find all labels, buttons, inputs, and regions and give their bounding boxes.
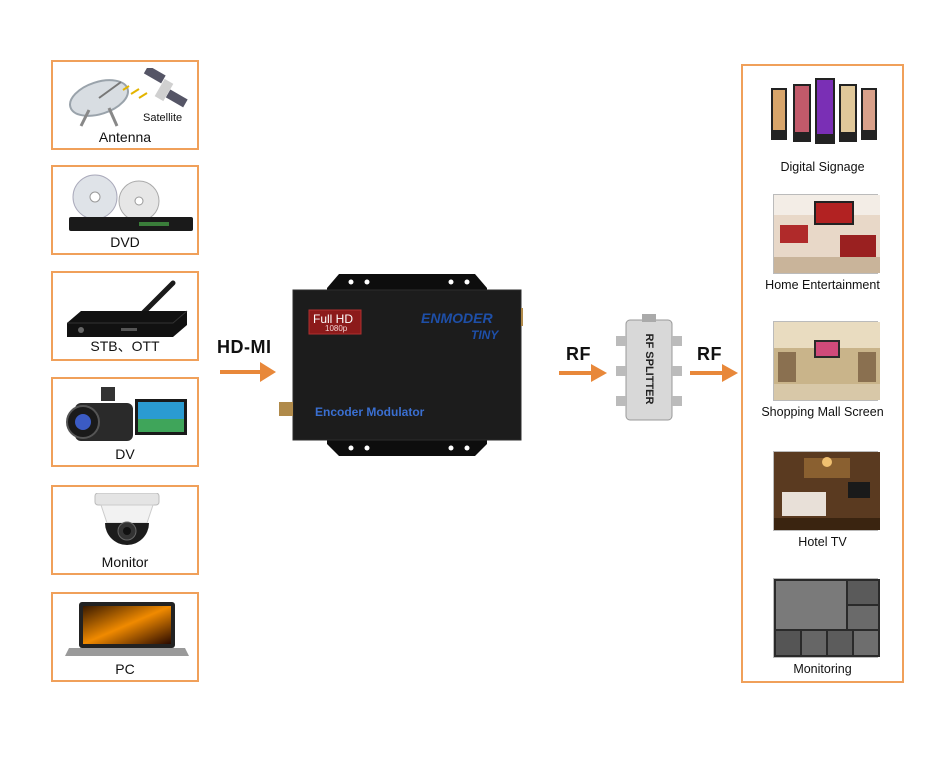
source-label-antenna: Antenna <box>98 129 152 145</box>
laptop-icon <box>61 600 189 656</box>
splitter-label: RF SPLITTER <box>643 333 655 405</box>
hdmi-label: HD-MI <box>217 337 272 357</box>
source-dvd: DVD <box>51 165 199 255</box>
source-label-monitor: Monitor <box>101 554 149 570</box>
source-stb: STB、OTT <box>51 271 199 361</box>
output-label-digital-signage: Digital Signage <box>780 160 865 174</box>
home-entertainment-icon <box>773 194 880 274</box>
antenna-icon: Satellite <box>61 65 189 127</box>
source-label-dvd: DVD <box>110 234 140 250</box>
dvd-player-icon <box>61 173 193 231</box>
rf-arrow-2-icon <box>690 364 738 382</box>
output-hotel-tv: Hotel TV <box>743 451 902 561</box>
device-model-label: Encoder Modulator <box>315 405 425 419</box>
output-label-hotel-tv: Hotel TV <box>798 535 847 549</box>
digital-signage-icon <box>767 76 878 154</box>
rf-splitter: RF SPLITTER <box>614 314 684 424</box>
rf-label-2: RF <box>697 344 722 364</box>
source-label-pc: PC <box>115 661 135 677</box>
source-antenna: Satellite Antenna <box>51 60 199 150</box>
resolution-badge-text: 1080p <box>325 324 348 333</box>
shopping-mall-icon <box>773 321 880 401</box>
source-label-dv: DV <box>115 446 135 462</box>
camcorder-icon <box>61 385 189 441</box>
monitoring-screen-icon <box>773 578 880 658</box>
full-hd-badge-text: Full HD <box>313 312 354 326</box>
output-shopping-mall-screen: Shopping Mall Screen <box>743 321 902 431</box>
satellite-label: Satellite <box>143 112 183 124</box>
output-label-home-entertainment: Home Entertainment <box>765 278 880 292</box>
rf-arrow-1-icon <box>559 364 607 382</box>
source-label-stb: STB、OTT <box>90 338 160 354</box>
hotel-room-icon <box>773 451 880 531</box>
brand-name: ENMODER <box>421 310 493 326</box>
source-pc: PC <box>51 592 199 682</box>
hdmi-arrow-icon <box>220 362 276 382</box>
output-label-monitoring: Monitoring <box>793 662 852 676</box>
output-digital-signage: Digital Signage <box>743 76 902 186</box>
device-body-icon <box>279 274 529 456</box>
output-monitoring: Monitoring <box>743 578 902 688</box>
rf-label-1: RF <box>566 344 591 364</box>
output-label-shopping-mall-screen: Shopping Mall Screen <box>761 405 884 419</box>
brand-sub: TINY <box>471 328 499 342</box>
encoder-modulator-device: Full HD 1080p ENMODER TINY Encoder Modul… <box>275 274 529 458</box>
output-panel: Digital Signage Home Entertainment <box>741 64 904 683</box>
splitter-body-icon <box>616 314 682 421</box>
source-dv: DV <box>51 377 199 467</box>
source-monitor: Monitor <box>51 485 199 575</box>
set-top-box-icon <box>61 279 189 337</box>
dome-camera-icon <box>61 492 189 549</box>
output-home-entertainment: Home Entertainment <box>743 194 902 304</box>
